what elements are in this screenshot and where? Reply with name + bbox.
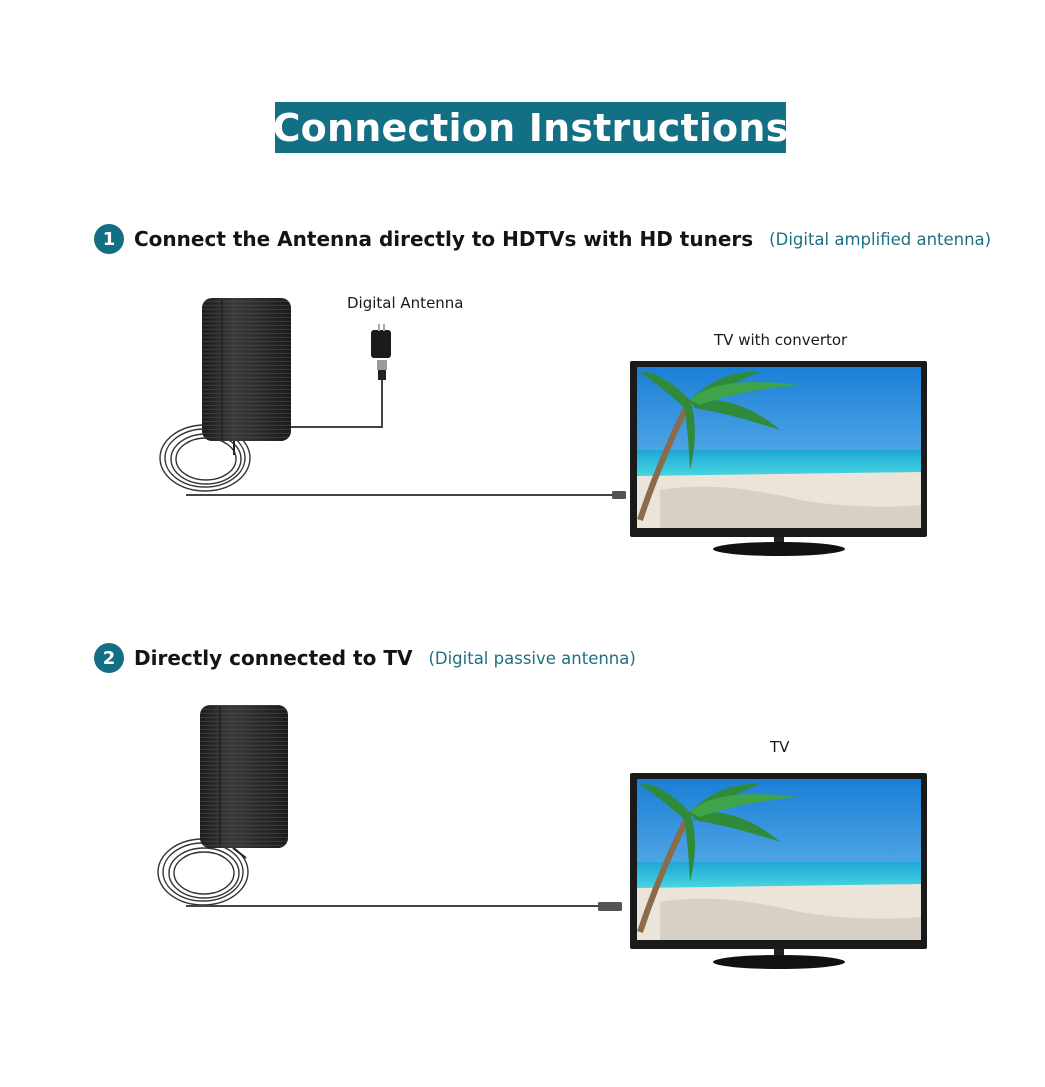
step-1-illustration — [159, 298, 927, 556]
coax-connector-icon — [612, 491, 626, 499]
page-title: Connection Instructions — [272, 105, 789, 150]
tv-icon — [630, 773, 927, 969]
tv-icon — [630, 361, 927, 556]
step-2-illustration — [157, 705, 927, 969]
tv-with-convertor-label: TV with convertor — [714, 331, 848, 349]
step-2-note: (Digital passive antenna) — [428, 648, 636, 668]
step-2-number-badge: 2 — [94, 643, 124, 673]
step-2-text: Directly connected to TV — [134, 646, 413, 670]
title-banner: Connection Instructions — [272, 102, 789, 153]
usb-cable — [291, 380, 383, 428]
step-1-text: Connect the Antenna directly to HDTVs wi… — [134, 227, 754, 251]
tv-label: TV — [770, 738, 790, 756]
usb-adapter-icon — [371, 324, 391, 380]
antenna-icon — [202, 298, 291, 455]
step-2-heading: 2 Directly connected to TV (Digital pass… — [94, 643, 636, 673]
step-1-heading: 1 Connect the Antenna directly to HDTVs … — [94, 224, 991, 254]
coax-connector-icon — [598, 902, 622, 911]
step-1-number-badge: 1 — [94, 224, 124, 254]
step-1-note: (Digital amplified antenna) — [769, 229, 992, 249]
digital-antenna-label: Digital Antenna — [347, 294, 464, 312]
antenna-icon — [200, 705, 288, 859]
